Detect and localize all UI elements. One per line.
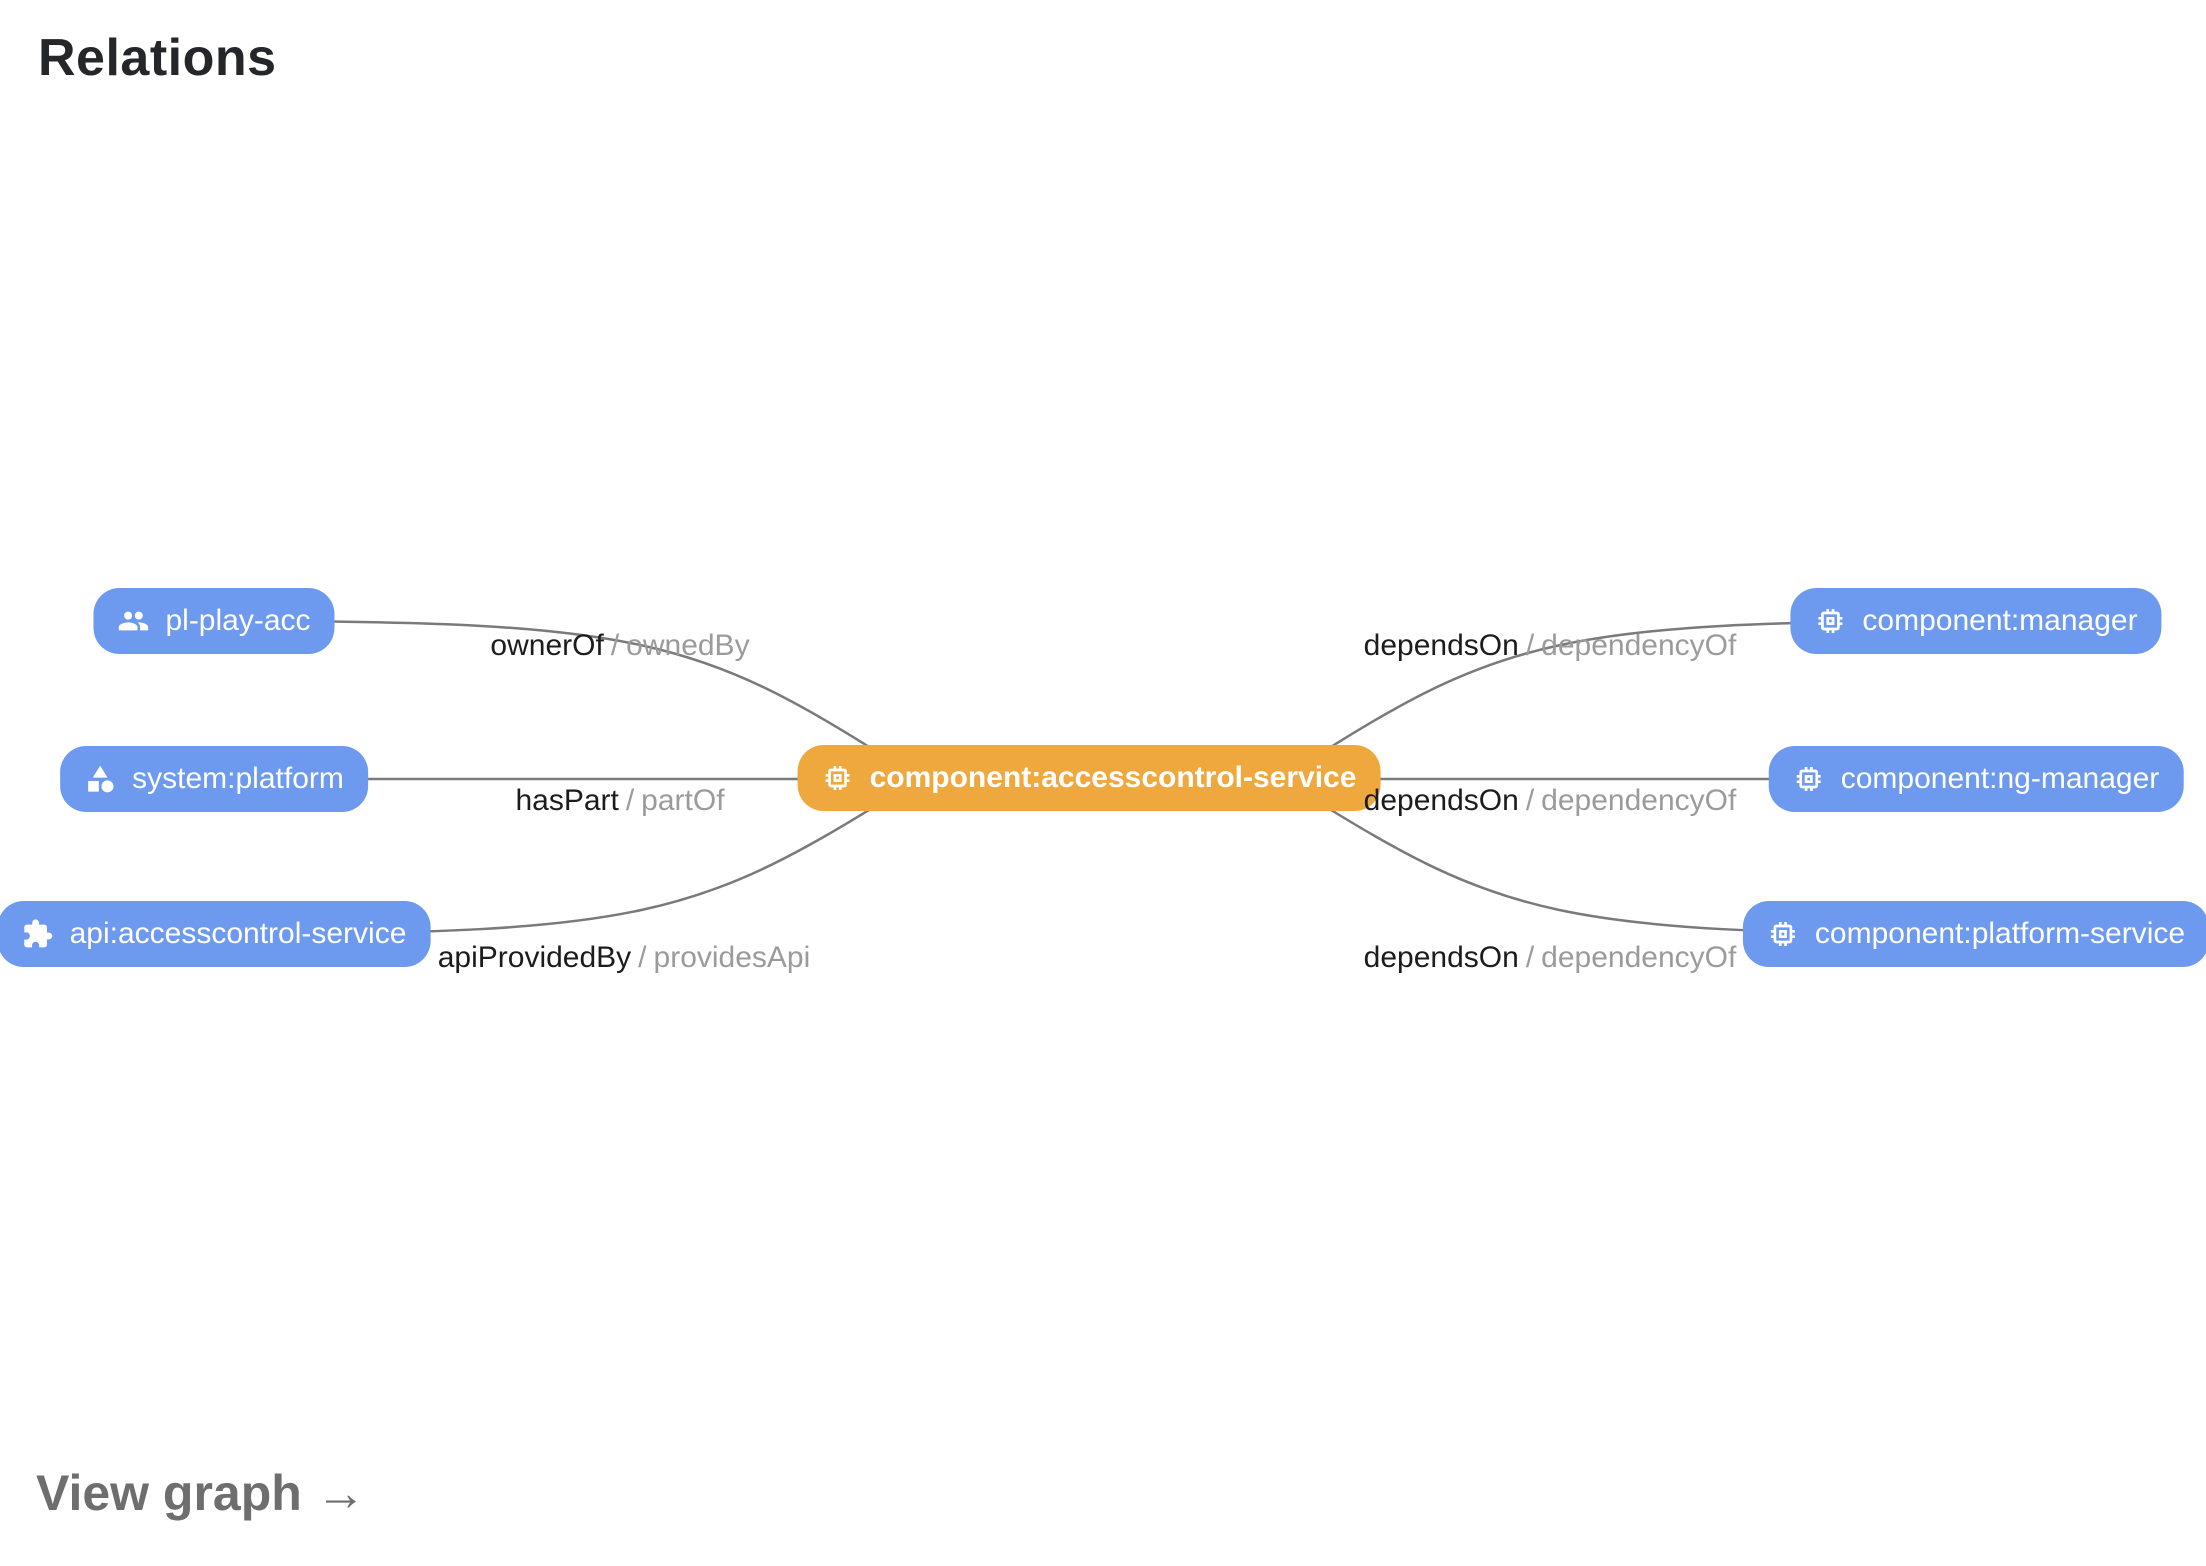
relation-forward: dependsOn xyxy=(1363,941,1519,974)
arrow-right-icon: → xyxy=(315,1465,366,1521)
node-label: pl-play-acc xyxy=(165,604,311,637)
node-label: component:accesscontrol-service xyxy=(869,761,1357,794)
relation-forward: dependsOn xyxy=(1363,784,1519,817)
node-component-manager[interactable]: component:manager xyxy=(1790,588,2162,654)
extension-icon xyxy=(22,918,54,950)
view-graph-label: View graph xyxy=(36,1465,302,1521)
node-component-platform-service[interactable]: component:platform-service xyxy=(1742,901,2206,967)
node-system-platform[interactable]: system:platform xyxy=(60,746,368,812)
chip-icon xyxy=(822,762,854,794)
view-graph-link[interactable]: View graph → xyxy=(36,1464,366,1522)
edge-label-haspart: hasPart/partOf xyxy=(515,784,724,818)
relation-reverse: ownedBy xyxy=(626,629,750,662)
category-icon xyxy=(84,763,116,795)
edge-curve-ownerof xyxy=(229,619,891,762)
relation-forward: apiProvidedBy xyxy=(437,941,632,974)
relation-separator: / xyxy=(1525,941,1535,974)
relation-forward: ownerOf xyxy=(490,629,604,662)
edge-label-dependson-bottom: dependsOn/dependencyOf xyxy=(1364,941,1737,975)
relation-reverse: dependencyOf xyxy=(1541,629,1737,662)
node-pl-play-acc[interactable]: pl-play-acc xyxy=(93,588,335,654)
relation-separator: / xyxy=(610,629,620,662)
node-component-accesscontrol-service[interactable]: component:accesscontrol-service xyxy=(797,745,1381,811)
chip-icon xyxy=(1793,763,1825,795)
relation-forward: hasPart xyxy=(515,784,619,817)
node-label: component:manager xyxy=(1862,604,2138,637)
chip-icon xyxy=(1767,918,1799,950)
relation-separator: / xyxy=(625,784,635,817)
page-title: Relations xyxy=(38,29,277,87)
edge-label-dependson-top: dependsOn/dependencyOf xyxy=(1364,629,1737,663)
node-component-ng-manager[interactable]: component:ng-manager xyxy=(1768,746,2184,812)
node-api-accesscontrol-service[interactable]: api:accesscontrol-service xyxy=(0,901,431,967)
relation-reverse: providesApi xyxy=(653,941,811,974)
node-label: system:platform xyxy=(132,762,344,795)
edge-label-ownerof: ownerOf/ownedBy xyxy=(490,629,749,663)
relation-separator: / xyxy=(1525,784,1535,817)
edge-label-dependson-mid: dependsOn/dependencyOf xyxy=(1364,784,1737,818)
edge-label-apiprovidedby: apiProvidedBy/providesApi xyxy=(438,941,811,975)
chip-icon xyxy=(1814,605,1846,637)
relation-separator: / xyxy=(1525,629,1535,662)
node-label: component:platform-service xyxy=(1814,917,2186,950)
relation-reverse: partOf xyxy=(641,784,725,817)
node-label: api:accesscontrol-service xyxy=(69,917,407,950)
relation-separator: / xyxy=(638,941,647,974)
relation-reverse: dependencyOf xyxy=(1541,941,1737,974)
people-icon xyxy=(117,605,149,637)
node-label: component:ng-manager xyxy=(1840,762,2160,795)
relation-reverse: dependencyOf xyxy=(1541,784,1737,817)
relation-forward: dependsOn xyxy=(1363,629,1519,662)
